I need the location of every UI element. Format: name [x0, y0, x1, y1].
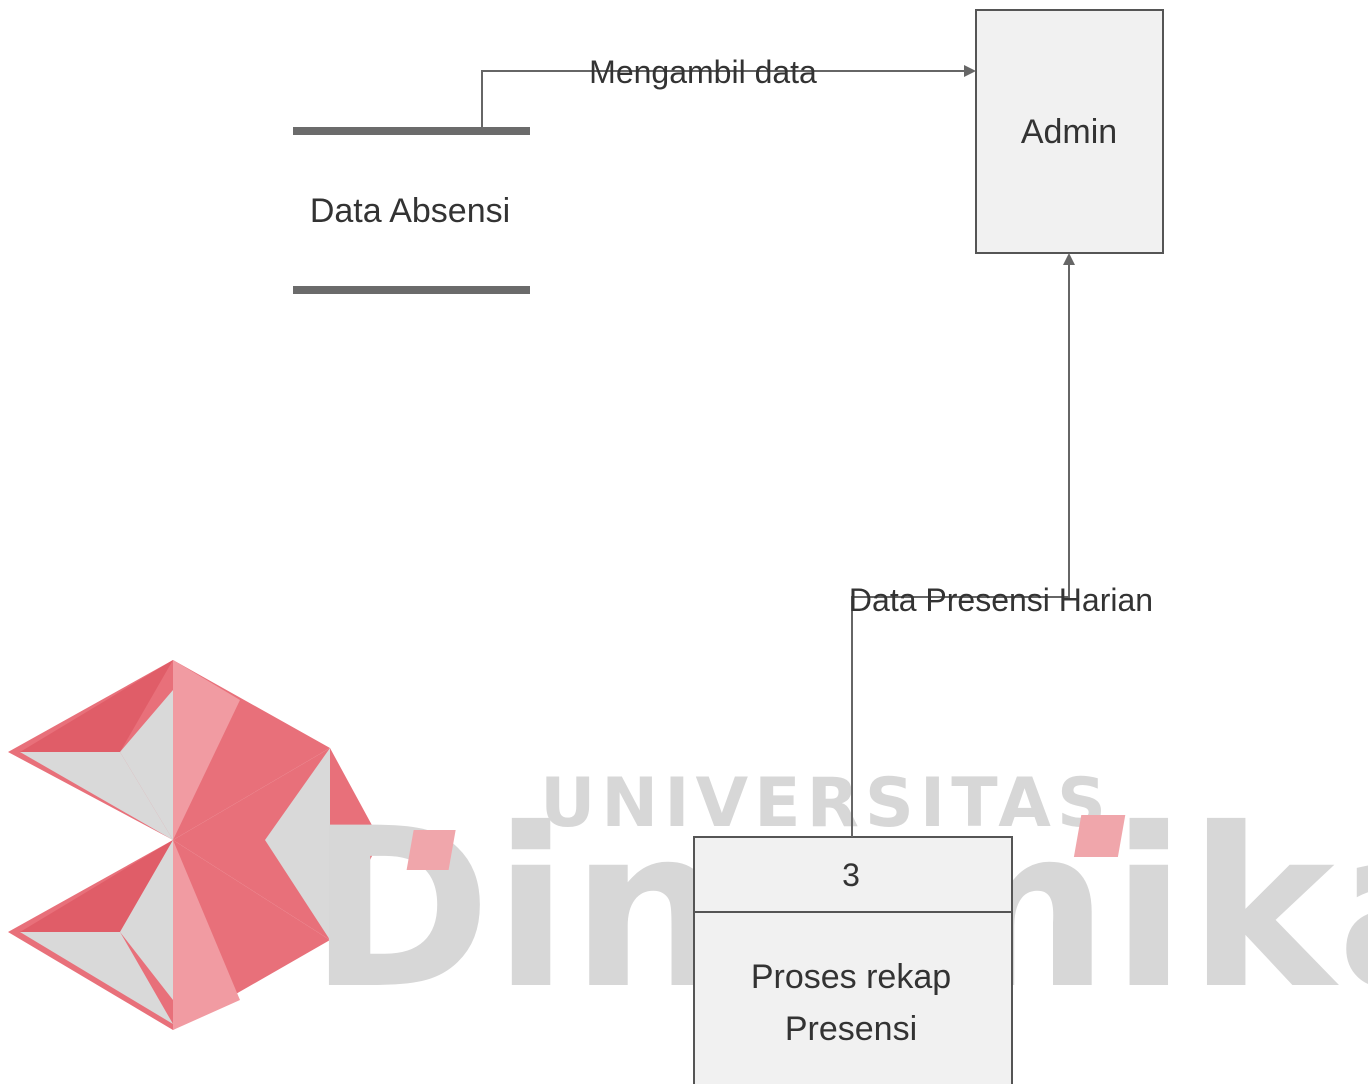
- flow-mengambil-data-line: [481, 65, 976, 127]
- university-logo-icon: [8, 660, 380, 1030]
- data-store-top-bar: [293, 127, 530, 135]
- watermark-i-dot-1: [406, 830, 456, 870]
- entity-admin-box: [975, 9, 1164, 254]
- entity-admin-label: Admin: [1021, 113, 1117, 151]
- entity-admin[interactable]: Admin: [975, 9, 1164, 254]
- flow-mengambil-data-label: Mengambil data: [589, 54, 817, 90]
- flow-data-presensi-harian[interactable]: Data Presensi Harian: [849, 253, 1153, 837]
- watermark-i-dot-2: [1073, 815, 1126, 857]
- flow-data-presensi-harian-label: Data Presensi Harian: [849, 582, 1153, 618]
- flow-mengambil-data[interactable]: Mengambil data: [481, 54, 976, 127]
- data-store-bottom-bar: [293, 286, 530, 294]
- process-label-line1: Proses rekap: [751, 958, 951, 996]
- data-store-label: Data Absensi: [310, 192, 510, 230]
- process-3-proses-rekap-presensi[interactable]: 3 Proses rekap Presensi: [693, 836, 1013, 1084]
- data-store-data-absensi[interactable]: Data Absensi: [293, 127, 530, 294]
- flow-data-presensi-harian-line: [851, 253, 1075, 837]
- process-number: 3: [842, 857, 860, 893]
- process-label-line2: Presensi: [785, 1010, 917, 1048]
- watermark-universitas-text: UNIVERSITAS: [540, 764, 1112, 843]
